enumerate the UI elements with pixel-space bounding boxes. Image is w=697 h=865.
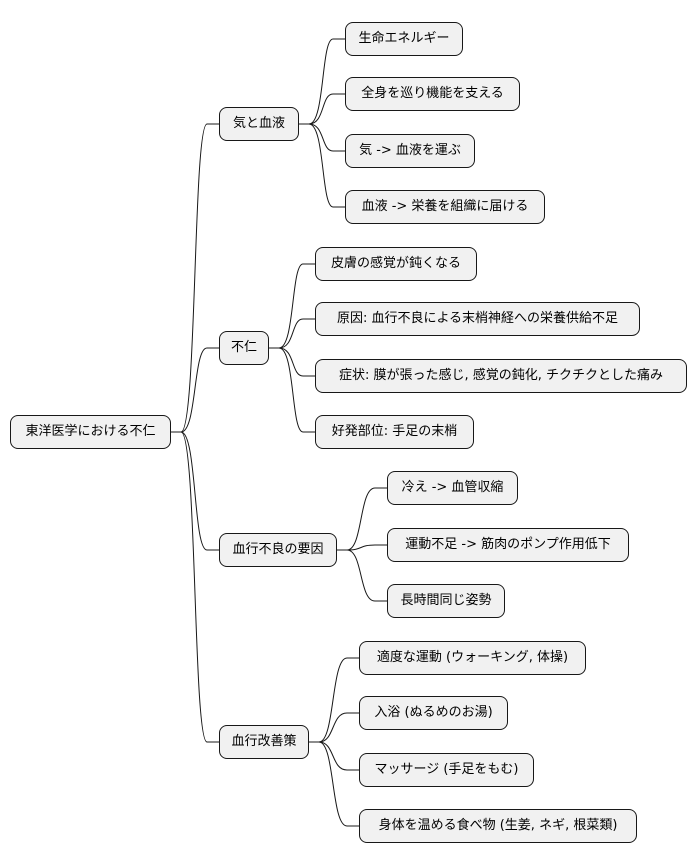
- leaf-node: 生命エネルギー: [345, 22, 463, 56]
- connector-line: [299, 38, 345, 125]
- leaf-node: 入浴 (ぬるめのお湯): [359, 696, 508, 730]
- connector-line: [269, 347, 315, 377]
- root-node: 東洋医学における不仁: [10, 415, 171, 449]
- connector-line: [171, 347, 219, 433]
- connector-line: [309, 741, 359, 827]
- connector-line: [171, 431, 219, 551]
- connector-line: [309, 712, 359, 743]
- connector-line: [299, 123, 345, 152]
- leaf-node: マッサージ (手足をもむ): [359, 753, 534, 787]
- branch-node-kekko-furyo: 血行不良の要因: [219, 533, 337, 567]
- connector-line: [269, 347, 315, 433]
- leaf-node: 運動不足 -> 筋肉のポンプ作用低下: [387, 528, 629, 562]
- connector-line: [299, 93, 345, 125]
- leaf-node: 皮膚の感覚が鈍くなる: [315, 247, 477, 281]
- leaf-node: 好発部位: 手足の末梢: [315, 415, 474, 449]
- leaf-node: 長時間同じ姿勢: [387, 584, 505, 618]
- leaf-node: 症状: 膜が張った感じ, 感覚の鈍化, チクチクとした痛み: [315, 359, 687, 393]
- branch-node-kekko-kaizen: 血行改善策: [219, 725, 309, 759]
- connector-line: [337, 487, 387, 551]
- connector-line: [299, 123, 345, 208]
- leaf-node: 適度な運動 (ウォーキング, 体操): [359, 641, 586, 675]
- branch-node-fujin: 不仁: [219, 331, 269, 365]
- leaf-node: 血液 -> 栄養を組織に届ける: [345, 190, 545, 224]
- connector-line: [309, 657, 359, 743]
- leaf-node: 全身を巡り機能を支える: [345, 77, 520, 111]
- connector-line: [171, 123, 219, 433]
- connector-line: [269, 318, 315, 349]
- leaf-node: 身体を温める食べ物 (生姜, ネギ, 根菜類): [359, 809, 637, 843]
- leaf-node: 冷え -> 血管収縮: [387, 471, 518, 505]
- connector-line: [337, 544, 387, 551]
- connector-line: [337, 549, 387, 602]
- leaf-node: 気 -> 血液を運ぶ: [345, 134, 475, 168]
- leaf-node: 原因: 血行不良による末梢神経への栄養供給不足: [315, 302, 640, 336]
- connector-line: [171, 431, 219, 743]
- connector-line: [269, 263, 315, 349]
- branch-node-ki-ketsueki: 気と血液: [219, 107, 299, 141]
- connector-line: [309, 741, 359, 771]
